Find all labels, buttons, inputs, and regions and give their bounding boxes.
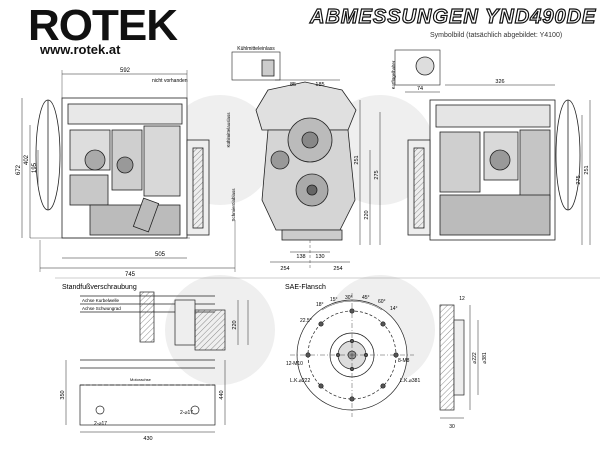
dim-flange-side-4: 220 [232,320,238,329]
flange-angle-1: 15° [330,297,338,303]
flange-depth: 12 [459,296,465,302]
logo-text: ROTEK [28,1,178,50]
dim-base-c: 2-⌀17 [94,421,107,427]
brand-logo: ROTEK [28,1,178,50]
flange-side-depth: 30 [449,424,455,430]
flange-angle-6: 14° [390,306,398,312]
dim-side-w3: 254 [333,266,342,272]
brand-url: www.rotek.at [40,42,121,57]
engine-side-view-right [394,49,591,245]
sae-flange-drawing [290,293,479,419]
dim-front-len-a: 505 [155,252,166,258]
flange-angle-7: 22.5° [300,318,312,324]
dim-base-a: 350 [60,390,66,399]
dim-rear-top: 326 [495,79,504,85]
flange-bolt-2: 8-M8 [398,358,410,364]
dim-base-b: 430 [143,436,152,442]
dim-base-d: 2-⌀17 [180,410,193,416]
flange-side-dia-1: ⌀222 [472,352,478,364]
dim-rear-h2: 275 [576,175,582,184]
note-top: nicht vorhanden [152,78,188,84]
dim-side-top-a: 185 [315,82,324,88]
dim-front-len-b: 745 [125,272,136,278]
dim-base-h: 440 [219,390,225,399]
dim-front-h3: 195 [32,162,38,173]
flange-angle-3: 45° [362,295,370,301]
flange-angle-2: 30° [345,295,353,301]
flange-angle-5: 18° [316,302,324,308]
engine-side-view-left [21,70,236,272]
dim-rear-h1: 251 [584,165,590,174]
label-axis-crank: Achse Kurbelwelle [82,298,120,303]
dim-rear-top2: 74 [417,86,423,92]
label-center-line: Motorachse [130,377,152,382]
flange-bolt-1: 12-M10 [286,361,303,367]
section-title-foot: Standfußverschraubung [62,284,137,291]
mounting-foot-drawing [65,291,249,433]
dim-side-h1: 251 [354,155,360,164]
label-coolant-outlet: Kühlmittelauslass [226,112,231,148]
dim-front-width: 592 [120,68,131,74]
engine-front-view-center [231,51,381,270]
dim-front-top: 402 [24,154,30,165]
label-coolant-inlet: Kühlmitteleinlass [237,46,275,52]
section-title-sae: SAE-Flansch [285,284,326,291]
page-title: ABMESSUNGEN YND490DE [309,5,597,28]
label-oil-drain: Schmierölablass [231,188,236,222]
dim-side-w1: 254 [280,266,289,272]
label-axis-flywheel: Achse Schwungrad [82,306,121,311]
flange-angle-4: 60° [378,299,386,305]
dim-side-w4: 138 [296,254,305,260]
flange-pcd-2: L.K.⌀381 [400,378,420,384]
page-subtitle: Symbolbild (tatsächlich abgebildet: Y410… [430,32,563,39]
dim-side-h2: 275 [374,170,380,179]
dim-front-h2: 672 [16,164,22,175]
dim-side-top-b: 85 [290,82,296,88]
dim-side-h3: 220 [364,210,370,219]
flange-pcd-1: L.K.⌀222 [290,378,310,384]
dim-side-w2: 130 [315,254,324,260]
label-mount: Kotflügelhalter [391,60,396,89]
flange-side-dia-2: ⌀381 [482,352,488,364]
